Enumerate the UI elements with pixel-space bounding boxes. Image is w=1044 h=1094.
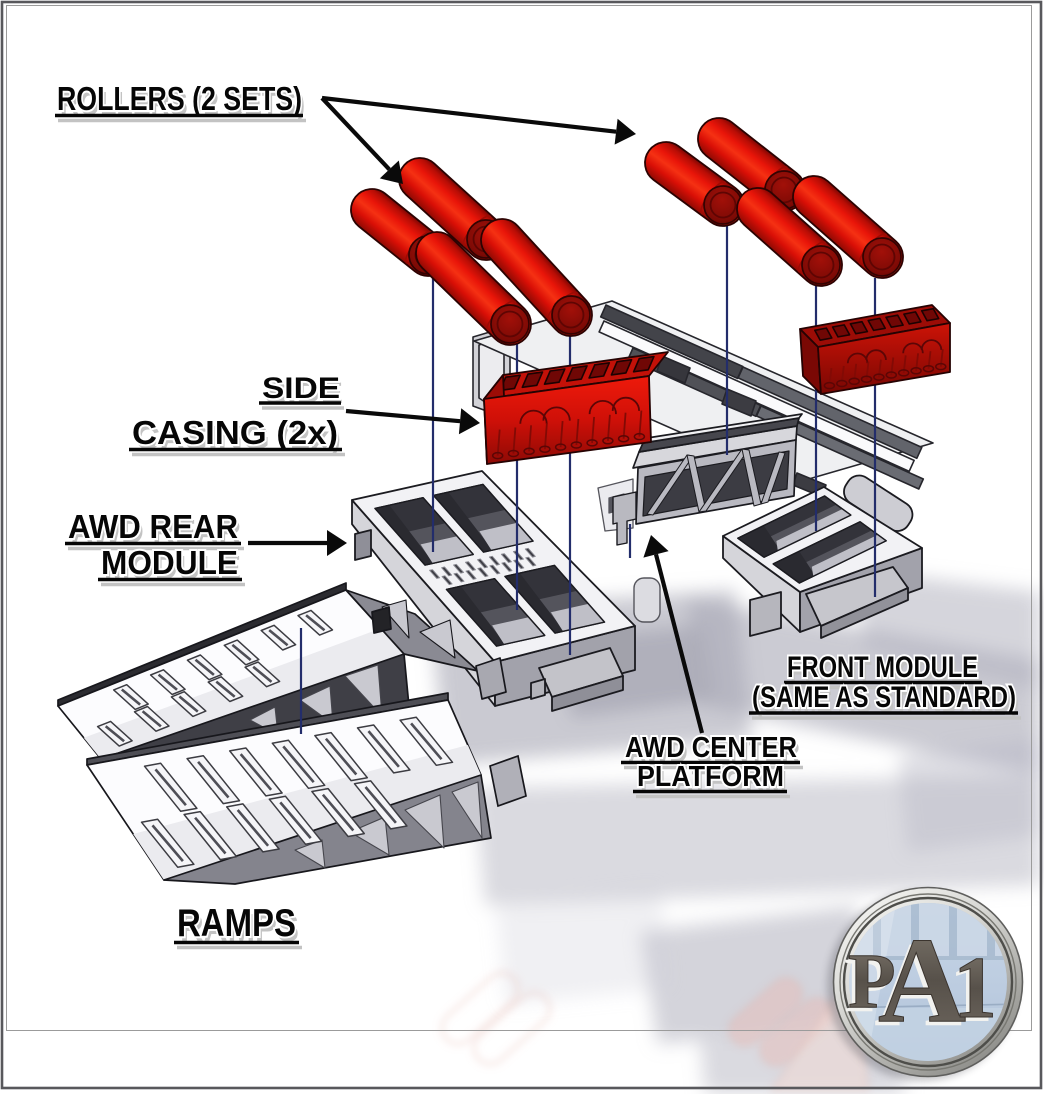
svg-text:1: 1 <box>953 940 997 1037</box>
svg-text:A: A <box>878 913 966 1048</box>
svg-text:MODULE: MODULE <box>101 544 238 581</box>
svg-text:CASING (2x): CASING (2x) <box>132 415 338 452</box>
svg-text:PLATFORM: PLATFORM <box>637 761 784 793</box>
svg-text:AWD REAR: AWD REAR <box>68 508 238 545</box>
svg-text:RAMPS: RAMPS <box>177 902 296 945</box>
svg-text:A: A <box>874 917 962 1052</box>
svg-text:FRONT MODULE: FRONT MODULE <box>787 651 978 684</box>
svg-text:SIDE: SIDE <box>262 372 340 405</box>
svg-text:P: P <box>844 941 892 1028</box>
svg-text:1: 1 <box>949 944 993 1041</box>
svg-text:P: P <box>848 937 896 1024</box>
svg-text:AWD CENTER: AWD CENTER <box>625 732 797 764</box>
svg-text:ROLLERS (2 SETS): ROLLERS (2 SETS) <box>57 81 302 118</box>
svg-text:(SAME AS STANDARD): (SAME AS STANDARD) <box>752 681 1016 714</box>
